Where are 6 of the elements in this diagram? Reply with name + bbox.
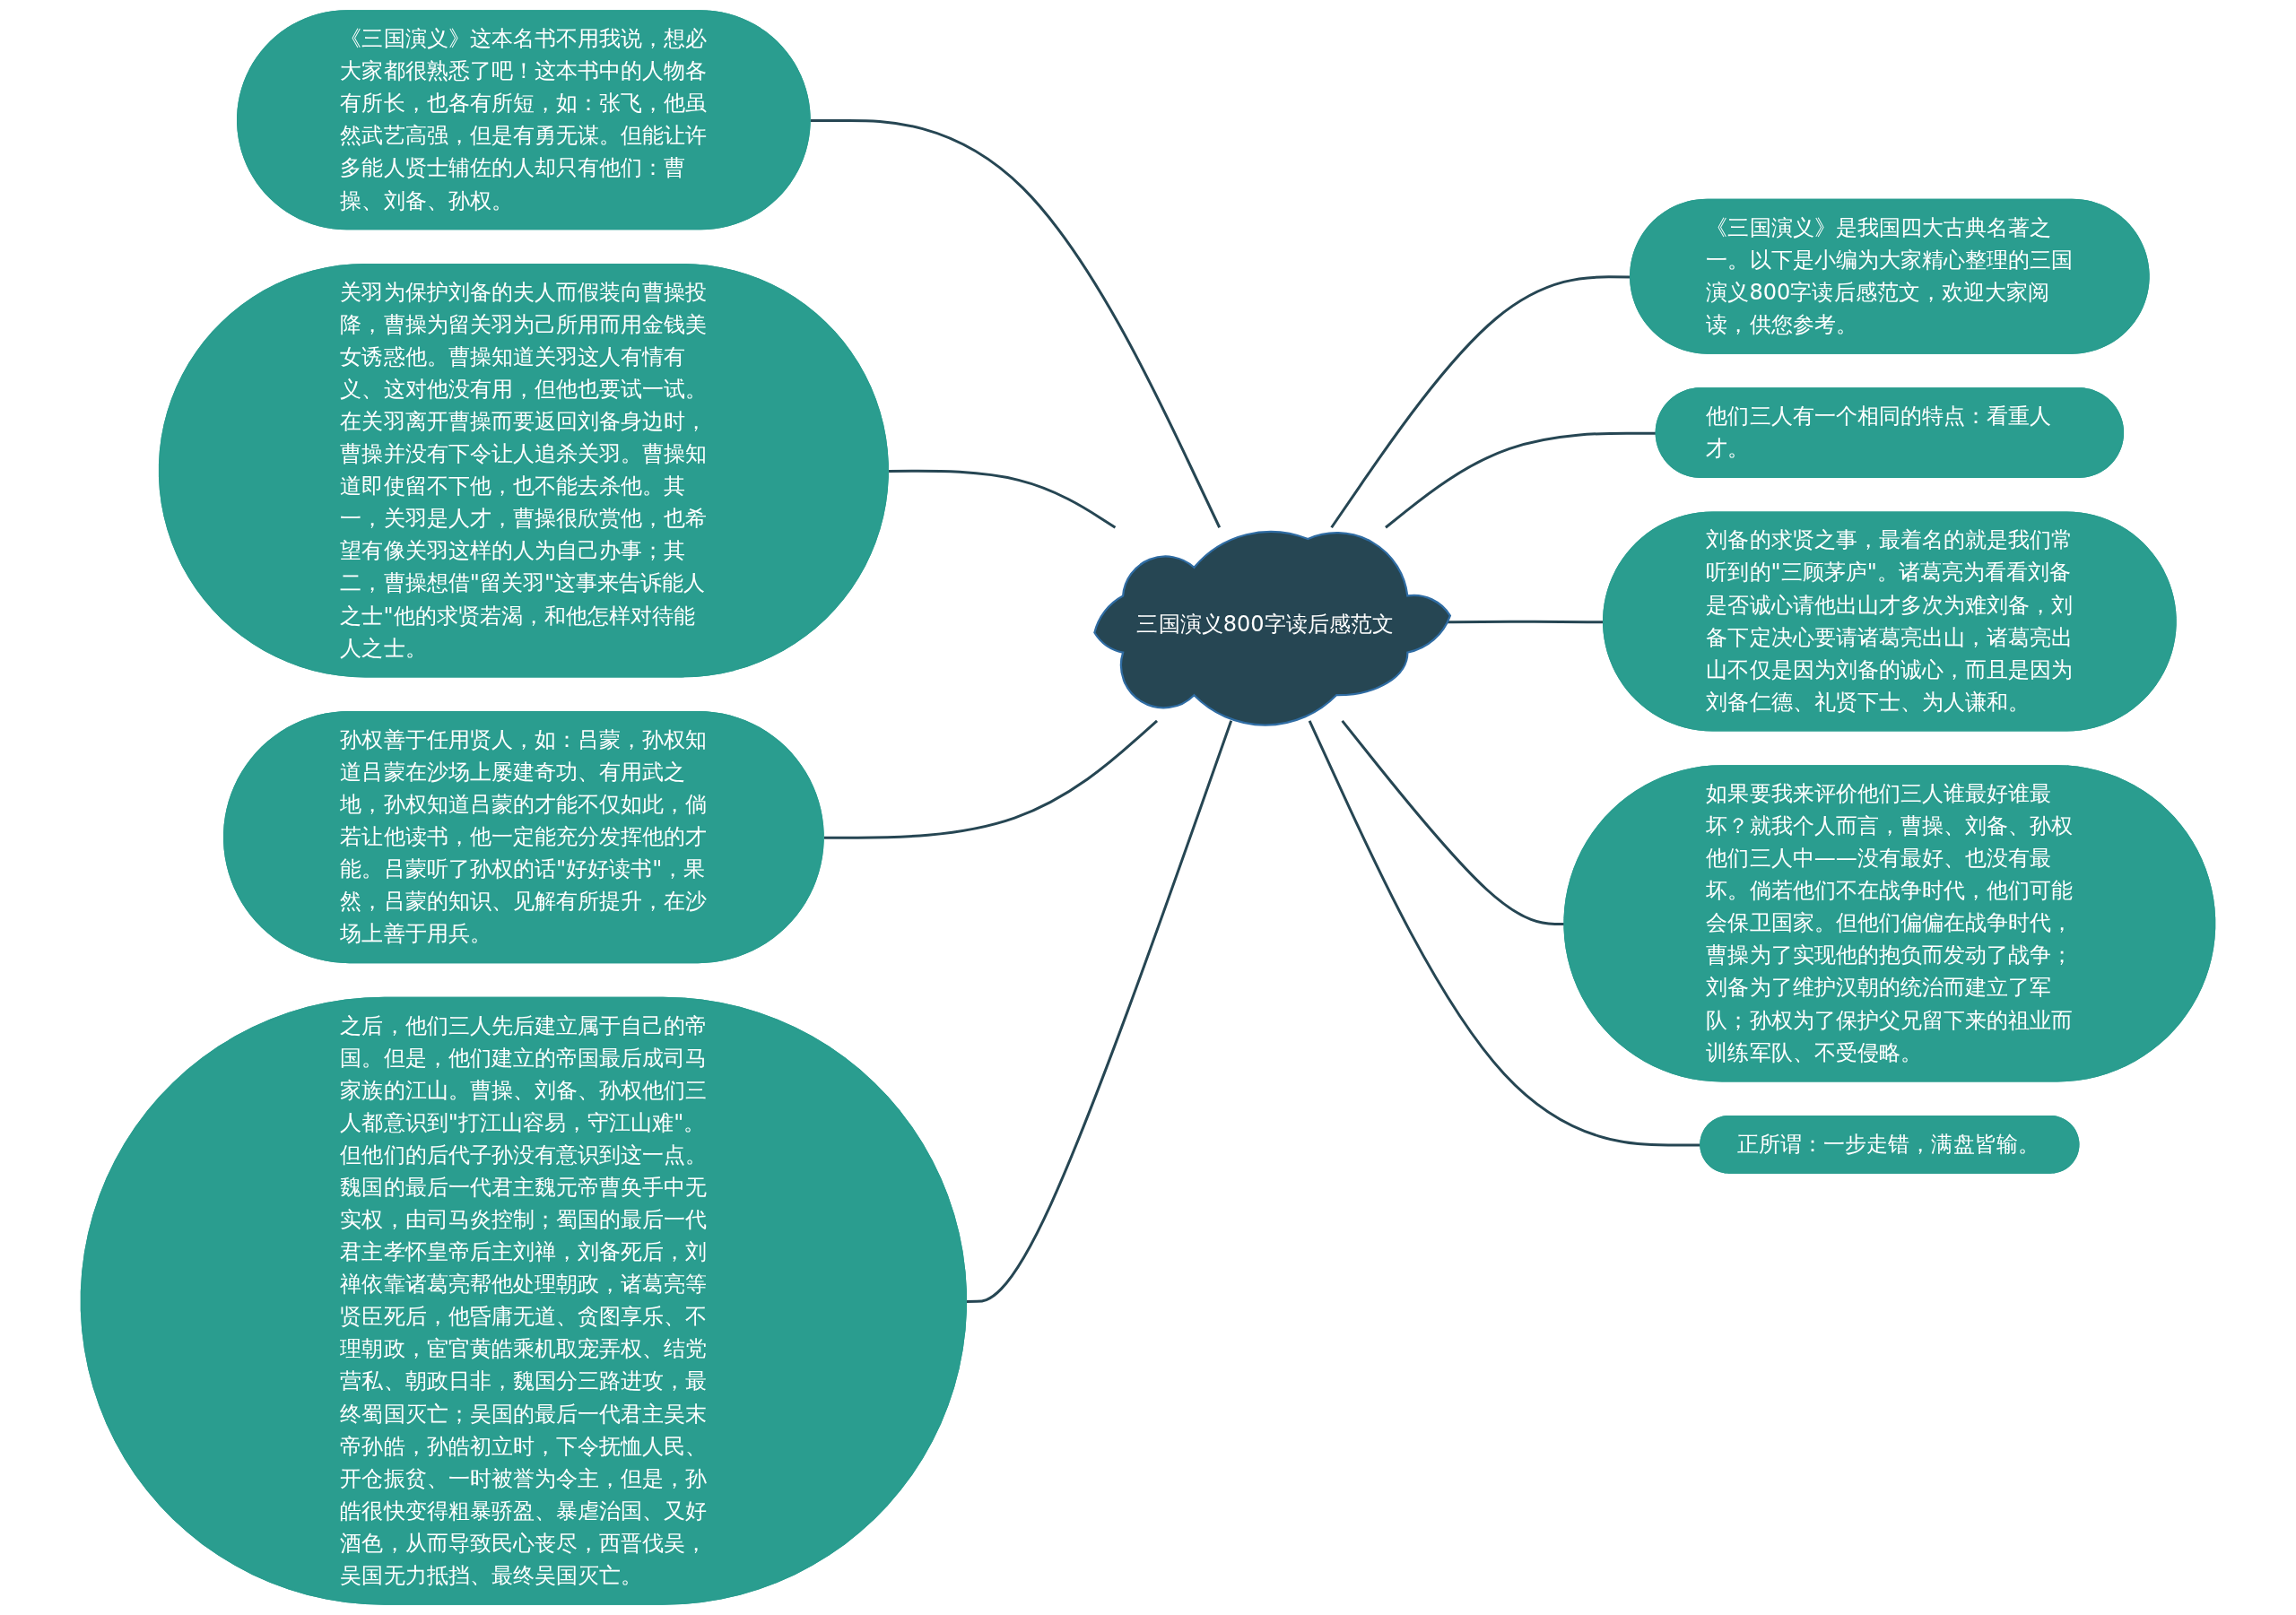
connector [823,719,1159,839]
connector [888,469,1117,529]
connector [1308,720,1701,1147]
connector [1330,275,1631,529]
connector [966,720,1233,1303]
connector [810,118,1222,528]
